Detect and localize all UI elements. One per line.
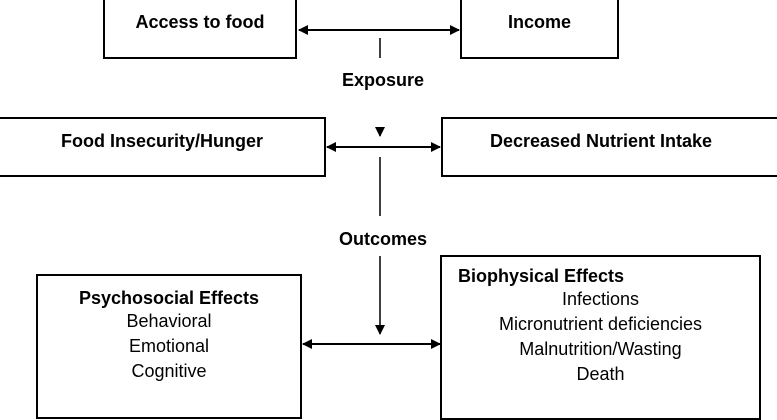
income-box: Income [460, 0, 619, 59]
biophysical-title: Biophysical Effects [458, 266, 625, 286]
exposure-label: Exposure [341, 70, 425, 90]
biophysical-item: Malnutrition/Wasting [519, 339, 682, 359]
psychosocial-item: Behavioral [126, 311, 212, 331]
nutrient-intake-box: Decreased Nutrient Intake [441, 117, 777, 177]
psychosocial-title: Psychosocial Effects [78, 288, 260, 308]
psychosocial-item: Cognitive [131, 361, 207, 381]
biophysical-box: Biophysical Effects Infections Micronutr… [440, 255, 761, 420]
psychosocial-item: Emotional [128, 336, 210, 356]
biophysical-item: Infections [561, 289, 640, 309]
outcomes-label: Outcomes [338, 229, 428, 249]
food-insecurity-box: Food Insecurity/Hunger [0, 117, 326, 177]
food-insecurity-label: Food Insecurity/Hunger [60, 131, 264, 151]
nutrient-intake-label: Decreased Nutrient Intake [489, 131, 713, 151]
biophysical-item: Death [576, 364, 625, 384]
biophysical-item: Micronutrient deficiencies [498, 314, 703, 334]
access-to-food-box: Access to food [103, 0, 297, 59]
income-label: Income [507, 12, 572, 32]
psychosocial-box: Psychosocial Effects Behavioral Emotiona… [36, 274, 302, 419]
access-to-food-label: Access to food [135, 12, 265, 32]
